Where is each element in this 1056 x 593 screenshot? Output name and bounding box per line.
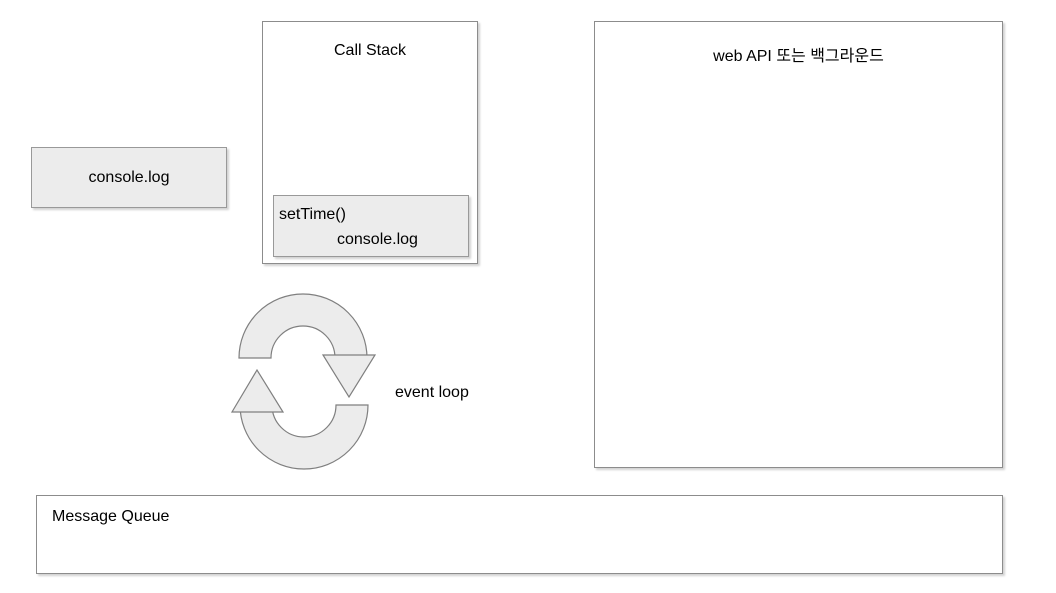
call-stack-box: Call Stack setTime() console.log — [262, 21, 478, 264]
event-loop-cycle-icon — [230, 293, 377, 470]
message-queue-title: Message Queue — [52, 508, 170, 525]
cycle-arrowhead-left — [230, 368, 285, 413]
call-stack-title: Call Stack — [333, 42, 407, 59]
web-api-box: web API 또는 백그라운드 — [594, 21, 1003, 468]
settime-frame-box: setTime() console.log — [273, 195, 469, 257]
cycle-arc-bottom — [239, 404, 369, 470]
event-loop-label: event loop — [395, 384, 469, 401]
console-log-box: console.log — [31, 147, 227, 208]
settime-label: setTime() — [279, 206, 346, 223]
web-api-title: web API 또는 백그라운드 — [713, 48, 884, 65]
console-log-label: console.log — [88, 168, 170, 186]
message-queue-box: Message Queue — [36, 495, 1003, 574]
cycle-arrowhead-right — [321, 354, 377, 399]
cycle-arc-top — [238, 293, 368, 359]
settime-console-log-label: console.log — [337, 231, 418, 248]
